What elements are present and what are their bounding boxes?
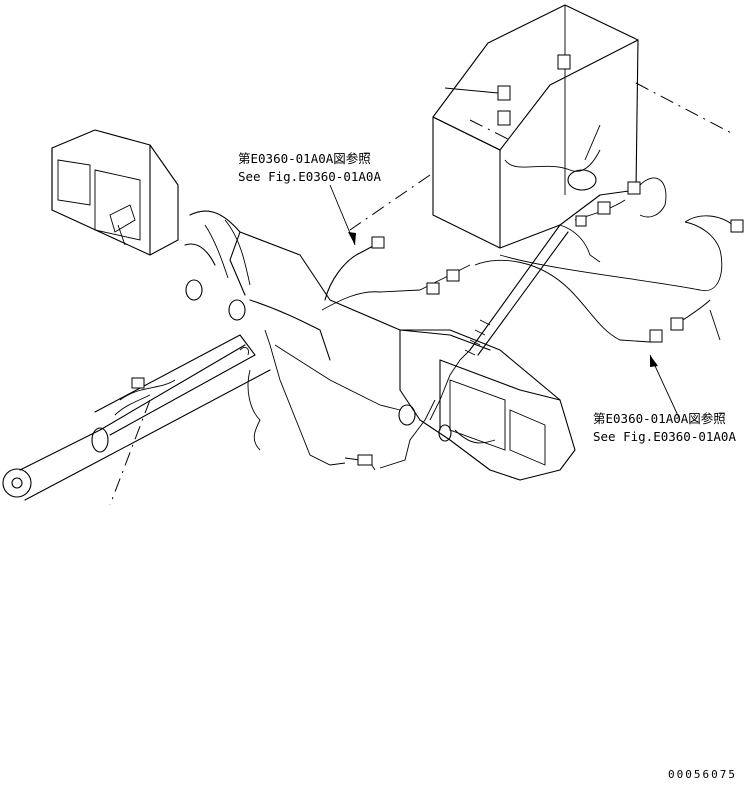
- drawing-number: 00056075: [668, 768, 737, 781]
- centre-line: [469, 119, 511, 141]
- grommets: [185, 279, 452, 442]
- hydraulic-cylinder: [2, 334, 271, 501]
- centre-line: [109, 399, 151, 506]
- centre-line: [349, 174, 431, 231]
- connector-block: [575, 215, 587, 227]
- box-connector-group: [444, 54, 571, 126]
- connector-block: [730, 219, 744, 233]
- connector-block: [649, 329, 663, 343]
- right-frame-housing: [399, 329, 576, 481]
- connector-block: [597, 201, 611, 215]
- connector-block: [131, 377, 145, 389]
- callout-lower-en: See Fig.E0360-01A0A: [593, 429, 736, 444]
- connector-block: [371, 236, 385, 249]
- main-frame: [184, 210, 491, 361]
- connector-block: [497, 85, 511, 101]
- connector-block: [557, 54, 571, 70]
- callout-upper-en: See Fig.E0360-01A0A: [238, 169, 381, 184]
- left-lamp-housing: [51, 129, 179, 256]
- wiring-harness: [239, 177, 744, 471]
- connector-block: [670, 317, 684, 331]
- connector-block: [497, 110, 511, 126]
- connector-block: [446, 269, 460, 282]
- callout-upper-jp: 第E0360-01A0A図参照: [238, 151, 371, 166]
- callout-leaders: [329, 184, 681, 421]
- centre-line: [635, 82, 736, 136]
- connector-block: [426, 282, 440, 295]
- callout-lower-jp: 第E0360-01A0A図参照: [593, 411, 726, 426]
- connector-block: [357, 454, 373, 466]
- connector-block: [627, 181, 641, 195]
